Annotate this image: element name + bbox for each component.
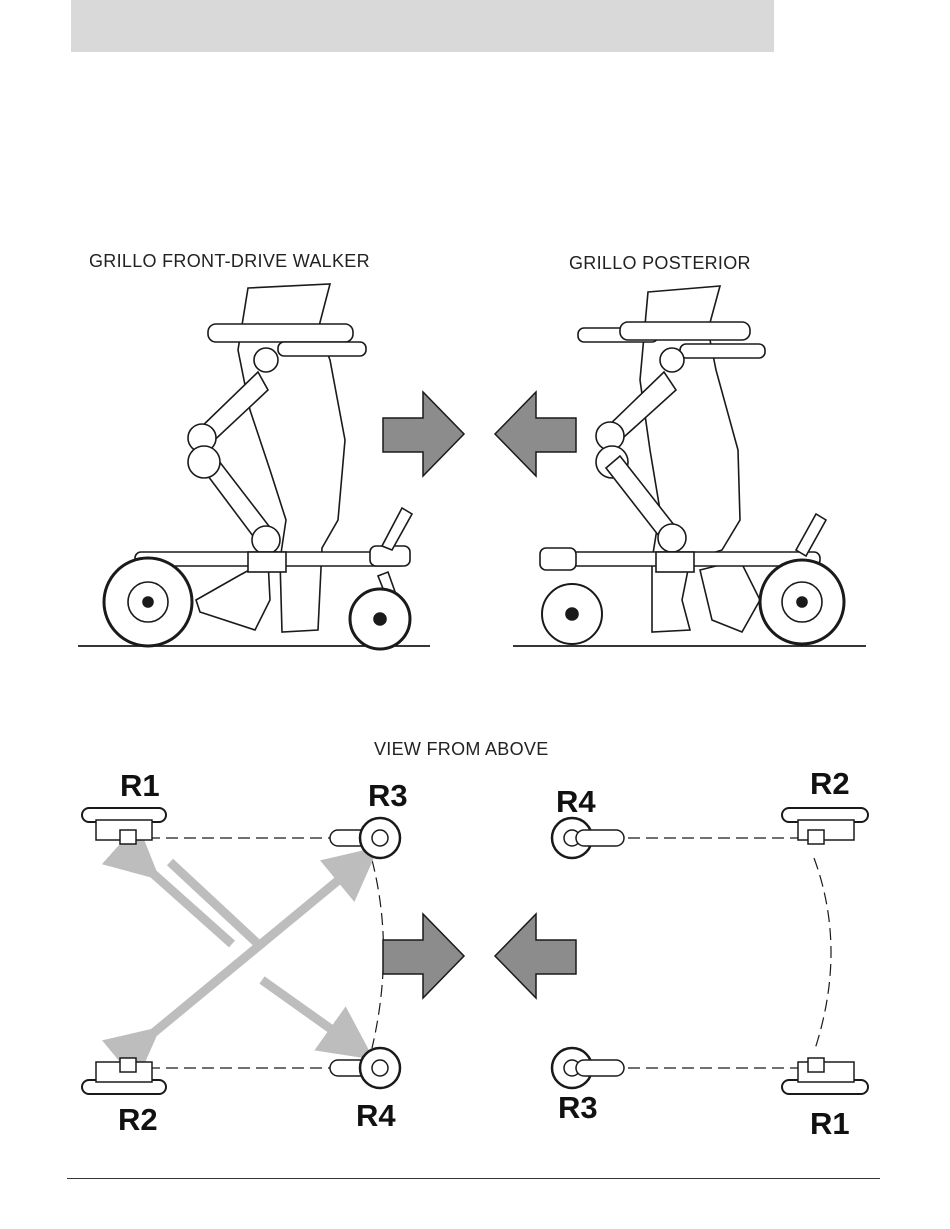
wheel-label-r3-right: R3: [558, 1092, 598, 1123]
wheel-label-r1-left: R1: [120, 770, 160, 801]
wheel-label-r2-right: R2: [810, 768, 850, 799]
wheel-label-r3-left: R3: [368, 780, 408, 811]
top-view-left: [82, 808, 400, 1094]
wheel-label-r1-right: R1: [810, 1108, 850, 1139]
right-arrow-icon: [383, 392, 464, 476]
wheel-label-r4-right: R4: [556, 786, 596, 817]
right-arrow-icon: [383, 914, 464, 998]
left-arrow-icon: [495, 914, 576, 998]
wheel-label-r4-left: R4: [356, 1100, 396, 1131]
top-view-right: [552, 808, 868, 1094]
left-arrow-icon: [495, 392, 576, 476]
footer-rule: [67, 1178, 880, 1179]
front-drive-walker-illustration: [78, 284, 430, 649]
wheel-label-r2-left: R2: [118, 1104, 158, 1135]
posterior-walker-illustration: [513, 286, 866, 646]
